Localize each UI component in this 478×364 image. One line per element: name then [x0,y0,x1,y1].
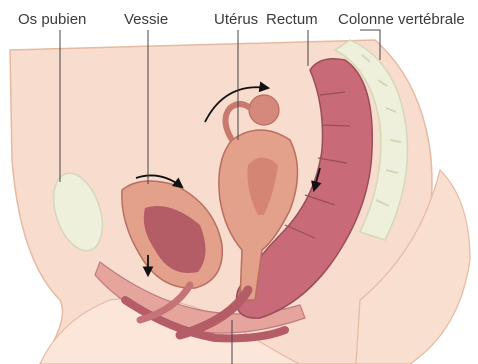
ovary [249,95,279,125]
label-spine: Colonne vertébrale [338,11,465,28]
label-bladder: Vessie [124,11,168,28]
label-pubic-bone: Os pubien [18,11,86,28]
label-uterus: Utérus [214,11,258,28]
label-rectum: Rectum [266,11,318,28]
